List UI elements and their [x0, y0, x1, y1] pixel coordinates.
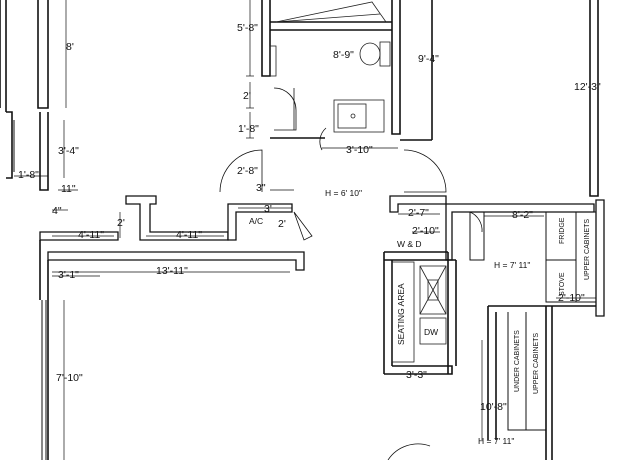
- under-cabinets-label: UNDER CABINETS: [514, 330, 521, 392]
- dimension-labels: 8' 5'-8" 8'-9" 9'-4" 12'-3" 2' 1'-8" 3'-…: [18, 22, 601, 413]
- lower-right-wall: [545, 306, 553, 460]
- toilet-bowl: [359, 42, 381, 66]
- dim-1-8-left: 1'-8": [18, 169, 39, 181]
- left-exterior-wall: [0, 0, 7, 112]
- bath-shelf: [269, 45, 277, 77]
- seating-box: [391, 261, 415, 363]
- ceiling-height-main: H = 6' 10": [325, 188, 362, 198]
- washer-dryer-label: W & D: [397, 239, 422, 249]
- bath-door: [273, 87, 297, 131]
- ac-door: [293, 211, 313, 241]
- left-bay-projection: [6, 111, 13, 179]
- bath-door-arc-2: [319, 127, 327, 151]
- dim-2-7: 2'-7": [408, 207, 429, 219]
- sink-bowl: [427, 279, 439, 301]
- dim-8-9: 8'-9": [333, 49, 354, 61]
- left-mid-wall: [39, 112, 49, 191]
- upper-cabinet-box: [575, 211, 597, 303]
- sink-basin: [337, 103, 367, 129]
- dim-2ft-left: 2': [117, 217, 125, 229]
- dim-2-8: 2'-8": [237, 165, 258, 177]
- lower-left-wall: [487, 306, 497, 440]
- ceiling-height-lower: H = 7' 11": [478, 436, 514, 446]
- right-bedroom-wall: [589, 0, 599, 197]
- dim-3-4: 3'-4": [58, 145, 79, 157]
- dim-13-11: 13'-11": [156, 265, 188, 277]
- stove-box: [545, 259, 577, 303]
- sink-drain: [350, 113, 356, 119]
- fixtures: [269, 1, 447, 363]
- stove-label: STOVE: [559, 272, 566, 296]
- bath-right-wall: [391, 0, 401, 135]
- dim-2ft-hall: 2': [243, 90, 251, 102]
- dishwasher-label: DW: [424, 327, 438, 337]
- fridge-label: FRIDGE: [559, 217, 566, 244]
- dim-4-11-b: 4'-11": [176, 229, 202, 241]
- dim-7-10: 7'-10": [56, 372, 83, 384]
- lower-cabinet-lines: [507, 312, 546, 431]
- window-lines: [41, 300, 47, 460]
- seating-area-label: SEATING AREA: [396, 283, 406, 345]
- dim-2ft-ac: 2': [278, 218, 286, 230]
- room-labels: H = 6' 10" H = 7' 11" H = 7' 11" A/C W &…: [249, 188, 591, 446]
- dim-9-4: 9'-4": [418, 53, 439, 65]
- ac-closet-wall: [227, 203, 293, 241]
- dim-12-3: 12'-3": [574, 81, 601, 93]
- kitchen-door: [469, 211, 483, 233]
- tub-wall: [270, 21, 392, 31]
- dim-3ft-ac: 3': [264, 203, 272, 215]
- tub-line: [275, 13, 381, 23]
- hall-door-left: [219, 149, 263, 193]
- upper-cabinets-lower-label: UPPER CABINETS: [533, 333, 540, 394]
- left-room-wall: [37, 0, 49, 109]
- dim-1-8-hall: 1'-8": [238, 123, 259, 135]
- kitchen-right-wall: [595, 199, 605, 317]
- dim-3-1: 3'-1": [58, 269, 79, 281]
- tub-outline: [275, 1, 387, 23]
- dim-3-3: 3'-3": [406, 369, 427, 381]
- dim-5-8: 5'-8": [237, 22, 258, 34]
- dim-3-closet: 3": [256, 182, 266, 194]
- dim-11: 11": [61, 183, 76, 195]
- dim-4-11-a: 4'-11": [78, 229, 104, 241]
- kitchen-panel: [469, 211, 485, 261]
- dishwasher-box: [419, 317, 447, 345]
- dim-3-10: 3'-10": [346, 144, 373, 156]
- dim-8ft: 8': [66, 41, 74, 53]
- dim-8-2: 8'-2": [512, 209, 533, 221]
- dimension-lines: [14, 0, 596, 460]
- vanity: [333, 99, 385, 133]
- dim-10-8: 10'-8": [480, 401, 507, 413]
- living-left-wall: [39, 240, 49, 460]
- toilet-tank: [379, 41, 391, 67]
- sink-double: [419, 265, 447, 315]
- dim-4: 4": [52, 205, 62, 217]
- ceiling-height-kitchen: H = 7' 11": [494, 260, 530, 270]
- laundry-right-wall: [447, 252, 457, 374]
- dim-2-10-b: 2'-10": [558, 292, 585, 304]
- doors: [219, 87, 483, 460]
- kitchen-top-left-wall: [389, 195, 447, 213]
- laundry-wall: [383, 251, 456, 374]
- bath-left-wall: [261, 0, 271, 77]
- upper-cabinets-right-label: UPPER CABINETS: [584, 219, 591, 280]
- hall-door-right: [403, 149, 447, 193]
- ac-label: A/C: [249, 216, 263, 226]
- entry-door: [387, 443, 431, 460]
- sink-cross-b: [419, 265, 447, 315]
- dim-2-10-a: 2'-10": [412, 225, 439, 237]
